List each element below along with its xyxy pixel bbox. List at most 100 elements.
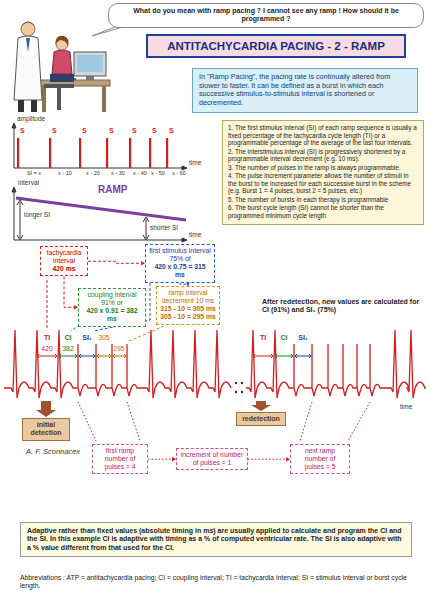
stimulus-pulse: [129, 138, 131, 168]
note-box: Adaptive rather than fixed values (absol…: [20, 522, 412, 557]
ramp-count-box: first ramp number of pulses = 4: [92, 444, 148, 474]
node-text: Adaptive rather than fixed values (absol…: [27, 527, 405, 552]
amplitude-chart: [12, 123, 187, 170]
node-text: 5. The number of bursts in each therapy …: [228, 196, 418, 204]
office-scene: [74, 52, 106, 76]
text-label: x - 30: [111, 170, 125, 176]
text-label: interval: [18, 179, 39, 186]
title-text: ANTITACHYCARDIA PACING - 2 - RAMP: [152, 40, 400, 52]
office-scene: [57, 88, 61, 110]
redetection-box: redetection: [236, 412, 286, 426]
text-label: x - 60: [172, 170, 186, 176]
office-scene: [102, 86, 106, 112]
text-label: SI₁: [298, 334, 308, 342]
text-label: amplitude: [17, 115, 45, 122]
coupling-box: coupling interval 91% or420 x 0.91 = 382…: [78, 288, 146, 327]
connector-line: [64, 276, 78, 307]
text-label: 295: [114, 345, 125, 352]
node-text: first stimulus interval 75% of: [149, 247, 211, 263]
node-text: 2. The interstimulus interval (SI) is pr…: [228, 148, 418, 163]
node-text: increment of number of pulses = 1: [180, 451, 244, 467]
text-label: S: [82, 127, 87, 135]
text-label: S: [20, 127, 25, 135]
text-label: x - 50: [151, 170, 165, 176]
node-text: 420 x 0.75 = 315 ms: [149, 263, 211, 279]
gap-dot: [235, 391, 237, 393]
interval-chart: [14, 188, 186, 240]
text-label: Abbreviations : ATP = antitachycardia pa…: [20, 574, 420, 590]
text-label: CI: [65, 334, 72, 342]
node-text: next ramp number of pulses = 5: [294, 447, 346, 471]
node-text: 3. The number of pulses in the ramp is a…: [228, 164, 418, 172]
gap-dot: [241, 391, 243, 393]
text-label: S: [169, 127, 174, 135]
connector-line: [88, 261, 145, 263]
first-interval-box: first stimulus interval 75% of420 x 0.75…: [145, 244, 215, 283]
ramp-count-box: next ramp number of pulses = 5: [290, 444, 350, 474]
interval-marker: [113, 354, 126, 358]
node-text: 1. The first stimulus interval (SI) of e…: [228, 124, 418, 147]
stimulus-pulse: [17, 138, 19, 168]
node-text: 305 - 10 = 295 ms: [160, 313, 216, 321]
office-scene: [31, 100, 37, 112]
gap-dot: [235, 382, 237, 384]
interval-chart: [143, 217, 149, 240]
stimulus-pulse: [49, 138, 51, 168]
increment-box: increment of number of pulses = 1: [176, 448, 248, 470]
ecg-waveform: [4, 330, 425, 398]
text-label: S: [52, 127, 57, 135]
connector: [64, 276, 78, 309]
text-label: S: [109, 127, 114, 135]
interval-marker: [295, 354, 311, 358]
ecg-trace: [4, 330, 425, 398]
connector: [88, 261, 145, 266]
interval-chart: [12, 187, 187, 242]
interval-marker: [37, 354, 57, 358]
speech-bubble: What do you mean with ramp pacing ? I ca…: [108, 3, 424, 28]
stimulus-pulse: [166, 138, 168, 168]
detection-box: initial detection: [22, 418, 70, 441]
connector: [248, 457, 290, 462]
interval-marker: [275, 354, 293, 358]
stimulus-pulse: [106, 138, 108, 168]
office-scene: [21, 22, 35, 36]
interval-chart: [16, 198, 186, 220]
rules-list-box: 1. The first stimulus interval (SI) of e…: [222, 120, 424, 225]
office-scene: [50, 74, 74, 82]
interval-marker: [253, 354, 273, 358]
text-label: x - 20: [86, 170, 100, 176]
office-scene: [14, 22, 110, 112]
office-scene: [42, 86, 46, 112]
office-scene: [52, 50, 72, 74]
connector-line: [248, 459, 290, 460]
decrement-box: ramp interval decrement 10 ms315 - 10 = …: [156, 286, 220, 325]
text-label: longer SI: [24, 211, 50, 218]
interval-chart: [12, 187, 187, 242]
node-text: initial detection: [26, 421, 66, 438]
text-label: TI: [44, 334, 50, 342]
interval-chart: [17, 200, 23, 240]
text-label: After redetection, new values are calcul…: [262, 298, 424, 314]
text-label: S: [152, 127, 157, 135]
interval-marker: [59, 354, 77, 358]
text-label: RAMP: [98, 184, 127, 196]
text-label: 305: [99, 334, 110, 341]
node-text: 4. The pulse increment parameter allows …: [228, 172, 418, 195]
interval-marker: [79, 354, 95, 358]
definition-box: In "Ramp Pacing", the pacing rate is con…: [192, 68, 418, 113]
node-text: In "Ramp Pacing", the pacing rate is con…: [199, 73, 411, 108]
text-label: SI = x: [27, 170, 41, 176]
text-label: time: [189, 231, 201, 238]
node-text: What do you mean with ramp pacing ? I ca…: [117, 7, 415, 24]
office-scene: [21, 22, 35, 27]
office-scene: [26, 38, 30, 52]
connector: [148, 457, 176, 462]
stimulus-pulses: [17, 138, 168, 168]
node-text: first ramp number of pulses = 4: [96, 447, 144, 471]
node-text: coupling interval 91% or: [82, 291, 142, 307]
stimulus-pulse: [79, 138, 81, 168]
stimulus-pulse: [149, 138, 151, 168]
office-scene: [14, 36, 42, 100]
text-label: x - 10: [58, 170, 72, 176]
